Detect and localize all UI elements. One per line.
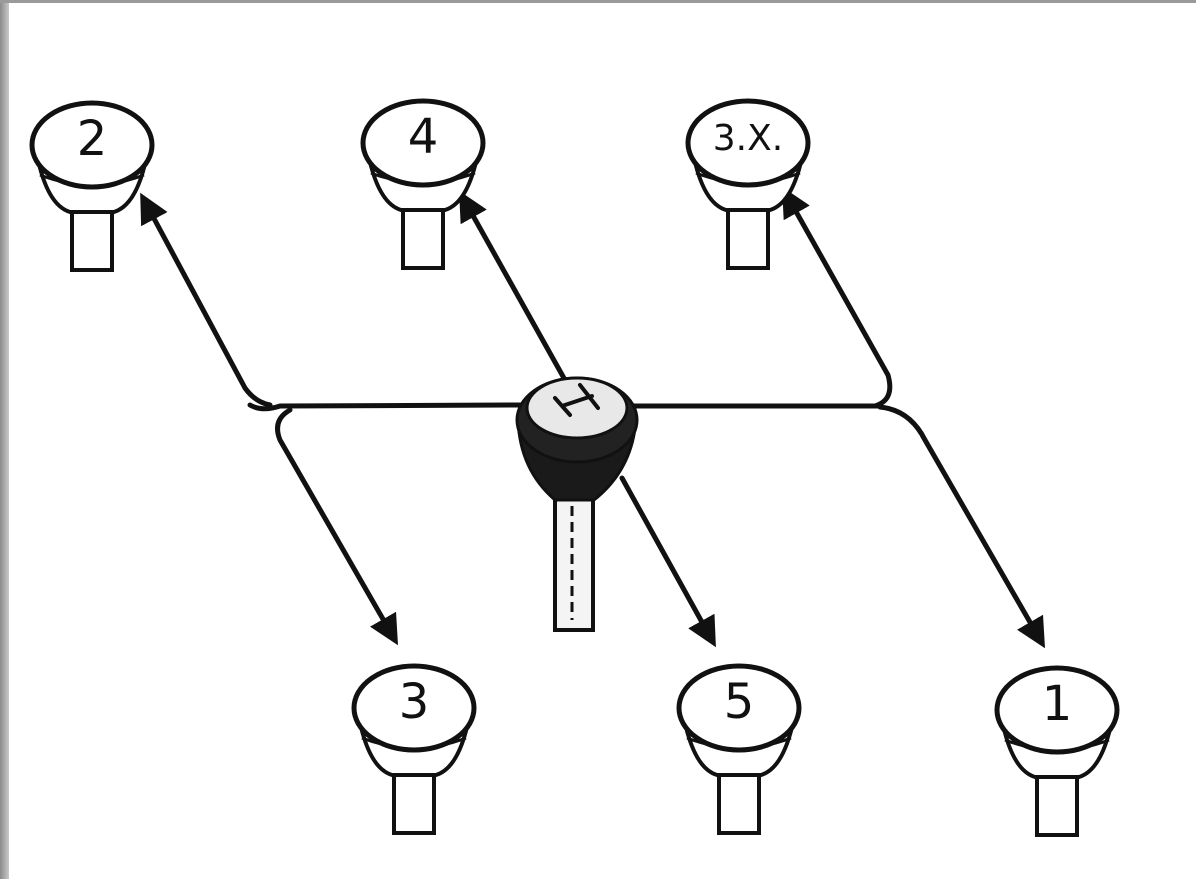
knob-gear-5-label: 5 [724,674,755,730]
knob-gear-3: 3 [354,666,474,833]
path-to-gear-4 [462,196,565,380]
knob-gear-2: 2 [32,103,152,270]
path-to-gear-reverse [785,192,890,406]
knob-gear-1-label: 1 [1042,676,1073,732]
knob-gear-5: 5 [679,666,799,833]
path-to-gear-2 [143,198,270,405]
knob-gear-1: 1 [997,668,1117,835]
knob-gear-reverse: 3.Х. [688,101,808,268]
knob-gear-4-label: 4 [408,109,439,165]
path-to-gear-1 [880,407,1042,643]
knob-gear-4: 4 [363,101,483,268]
path-to-gear-5 [622,478,713,642]
center-shift-knob [517,378,637,630]
knob-gear-2-label: 2 [77,111,108,167]
path-to-gear-3 [278,410,395,640]
knob-gear-3-label: 3 [399,674,430,730]
knob-gear-reverse-label: 3.Х. [713,118,783,159]
